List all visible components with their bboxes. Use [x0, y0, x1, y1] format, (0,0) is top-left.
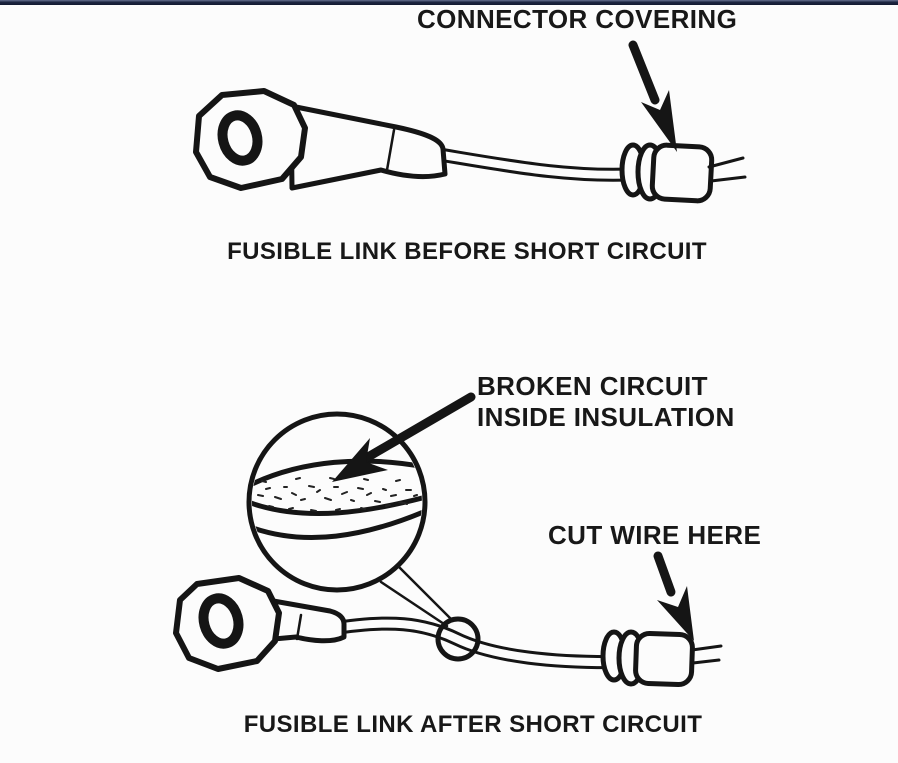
- broken-circuit-label: BROKEN CIRCUIT INSIDE INSULATION: [477, 371, 735, 433]
- magnified-wire-section: [252, 458, 422, 541]
- connector-body: [649, 142, 715, 204]
- broken-strands-speckles: [257, 477, 418, 512]
- after-caption: FUSIBLE LINK AFTER SHORT CIRCUIT: [243, 711, 703, 738]
- pigtail-wires: [707, 156, 747, 183]
- after-figure: [173, 392, 723, 688]
- insulation-top-edge: [252, 458, 422, 489]
- before-figure: [193, 40, 747, 204]
- terminal-eye-hole: [198, 593, 244, 649]
- broken-circuit-arrow-shaft: [363, 392, 476, 462]
- broken-circuit-label-line1: BROKEN CIRCUIT: [477, 371, 708, 401]
- short-circuit-bulge: [435, 616, 481, 662]
- broken-circuit-arrow-icon: [332, 438, 388, 482]
- insulation-bottom-edge: [252, 507, 422, 541]
- broken-circuit-label-line2: INSIDE INSULATION: [477, 402, 735, 432]
- wire-core: [326, 619, 626, 667]
- cut-wire-arrow-shaft: [653, 551, 676, 597]
- connector-covering-arrow-shaft: [628, 40, 660, 105]
- connector-covering-arrow-icon: [641, 90, 677, 152]
- crimp-notch: [295, 613, 303, 641]
- conductor-bottom-edge: [252, 493, 422, 516]
- magnifier-circle: [246, 411, 428, 593]
- connector-covering-label: CONNECTOR COVERING: [417, 4, 738, 34]
- magnifier-pointer-lines: [379, 565, 454, 628]
- cut-wire-arrow-icon: [657, 586, 694, 641]
- pigtail-wires: [690, 644, 723, 665]
- cut-wire-here-label: CUT WIRE HERE: [548, 520, 762, 550]
- crimp-notch: [385, 128, 396, 172]
- before-caption: FUSIBLE LINK BEFORE SHORT CIRCUIT: [227, 238, 707, 265]
- terminal-eye-hole: [217, 110, 263, 166]
- top-border: [0, 0, 898, 5]
- connector-body: [633, 630, 695, 688]
- crimp-sleeve: [288, 103, 448, 191]
